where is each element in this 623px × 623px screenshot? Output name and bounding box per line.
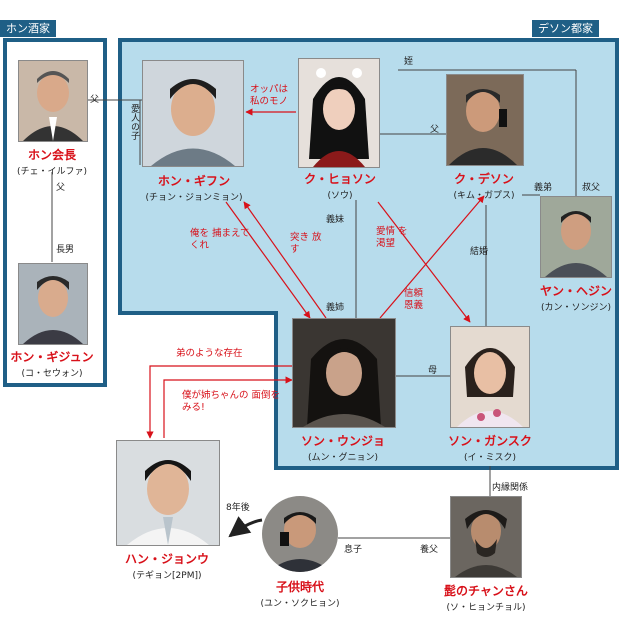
rel-mother: 母 xyxy=(428,366,438,376)
child-actor: (ユン・ソクヒョン) xyxy=(260,599,340,609)
rel-eldest-son: 長男 xyxy=(56,245,75,255)
ku-deson-photo xyxy=(446,74,524,166)
rel-uncle: 叔父 xyxy=(582,183,601,193)
han-jongu-actor: (テギョン[2PM]) xyxy=(132,571,202,581)
hong-gijun-name: ホン・ギジュン xyxy=(10,350,94,364)
rel-sister-in-law-elder: 義姉 xyxy=(326,303,345,313)
hong-gijun-photo xyxy=(18,263,88,345)
emo-like-brother: 弟のような存在 xyxy=(176,348,243,359)
son-gansuku-photo xyxy=(450,326,530,428)
rel-foster-father: 養父 xyxy=(420,545,439,555)
han-jongu-name: ハン・ジョンウ xyxy=(124,552,210,566)
emo-push-away: 突き 放す xyxy=(290,232,322,255)
hong-chairman-photo xyxy=(18,60,88,142)
son-unjo-photo xyxy=(292,318,396,428)
rel-son: 息子 xyxy=(344,545,363,555)
hong-gifun-actor: (チョン・ジョンミョン) xyxy=(145,193,243,203)
rel-common-law: 内縁関係 xyxy=(492,483,529,493)
emo-crave-love: 愛情 を渇望 xyxy=(376,226,408,249)
emo-oppa: オッパは 私のモノ xyxy=(250,84,289,107)
chansan-actor: (ソ・ヒョンチョル) xyxy=(446,603,526,613)
son-unjo-actor: (ムン・グニョン) xyxy=(307,453,379,463)
hong-chairman-name: ホン会長 xyxy=(27,148,77,162)
emo-trust: 信頼 恩義 xyxy=(404,288,424,311)
rel-younger-bro-in-law: 義弟 xyxy=(534,183,553,193)
chansan-photo xyxy=(450,496,522,578)
child-photo xyxy=(262,496,338,572)
yan-hejin-photo xyxy=(540,196,612,278)
hong-gijun-actor: (コ・セウォン) xyxy=(21,369,83,379)
chansan-name: 髭のチャンさん xyxy=(444,584,528,598)
deson-family-tag: デソン都家 xyxy=(532,20,599,37)
ku-hyoson-name: ク・ヒョソン xyxy=(304,172,376,186)
rel-marriage: 結婚 xyxy=(470,247,489,257)
ku-hyoson-photo xyxy=(298,58,380,168)
emo-look-after: 僕が姉ちゃんの 面倒をみる! xyxy=(182,390,281,413)
child-name: 子供時代 xyxy=(275,580,325,594)
rel-niece: 姪 xyxy=(404,57,414,67)
hong-chairman-actor: (チェ・イルファ) xyxy=(16,167,88,177)
son-unjo-name: ソン・ウンジョ xyxy=(300,434,386,448)
ku-hyoson-actor: (ソウ) xyxy=(327,191,353,201)
han-jongu-photo xyxy=(116,440,220,546)
son-gansuku-name: ソン・ガンスク xyxy=(448,434,532,448)
emo-catch-me: 俺を 捕まえてくれ xyxy=(190,228,250,251)
hong-gifun-photo xyxy=(142,60,244,167)
rel-father-2: 父 xyxy=(56,183,66,193)
rel-father-3: 父 xyxy=(430,125,440,135)
ku-deson-name: ク・デソン xyxy=(454,172,514,186)
hong-gifun-name: ホン・ギフン xyxy=(157,174,231,188)
yan-hejin-actor: (カン・ソンジン) xyxy=(540,303,612,313)
hong-family-tag: ホン酒家 xyxy=(0,20,56,37)
rel-lovers-child: 愛人の子 xyxy=(129,104,139,140)
ku-deson-actor: (キム・ガプス) xyxy=(453,191,515,201)
rel-sister-in-law-younger: 義妹 xyxy=(326,215,345,225)
rel-father-1: 父 xyxy=(90,95,100,105)
yan-hejin-name: ヤン・ヘジン xyxy=(539,284,613,298)
rel-years-later: 8年後 xyxy=(226,503,250,513)
son-gansuku-actor: (イ・ミスク) xyxy=(463,453,517,463)
